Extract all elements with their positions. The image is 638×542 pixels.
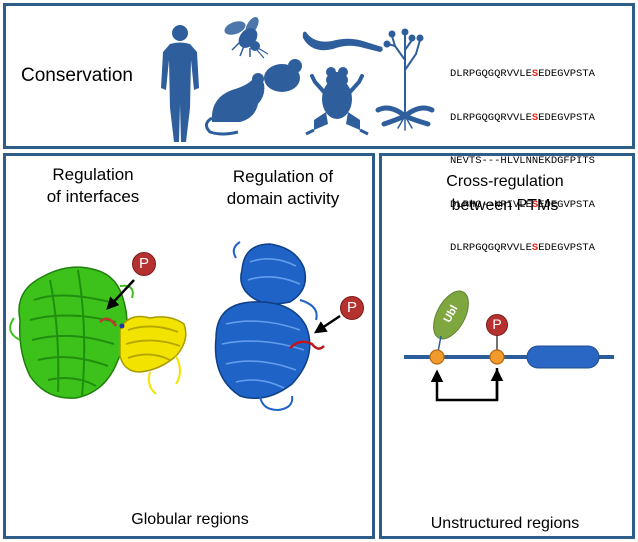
fly-icon	[224, 16, 269, 59]
mouse-icon	[205, 73, 265, 136]
phospho-badge-ptm: P	[486, 314, 508, 336]
worm-icon	[302, 31, 383, 52]
ptm-site-1	[429, 349, 445, 365]
ptm-site-2	[489, 349, 505, 365]
unstructured-regions-panel	[379, 153, 635, 539]
yeast-icon	[264, 59, 302, 92]
sequence-row: NEVTS---HLVLNNEKDGFPITS	[450, 155, 595, 167]
organism-silhouettes	[161, 16, 435, 142]
unstructured-regions-label: Unstructured regions	[430, 515, 580, 532]
sequence-row: DLRHG--NRIVLESEDEGVPSTA	[450, 198, 595, 211]
folded-domain	[526, 345, 600, 369]
phospho-badge-interface: P	[132, 252, 156, 276]
kinase-c-lobe	[214, 301, 311, 399]
globular-regions-label: Globular regions	[131, 511, 249, 528]
phospho-label: P	[492, 316, 502, 332]
conservation-title: Conservation	[21, 65, 133, 86]
protein-interface-structure	[9, 266, 187, 399]
kinase-domain-structure	[214, 241, 325, 412]
cross-regulation-arrows	[430, 368, 499, 402]
ubl-modifier	[433, 290, 469, 340]
sequence-row: DLRPGQGQRVVLESEDEGVPSTA	[450, 68, 595, 80]
domain-phospho-arrow	[313, 314, 341, 334]
sequence-alignment: DLRPGQGQRVVLESEDEGVPSTA DLRPGQGQRVVLESED…	[450, 38, 595, 270]
interface-phospho-arrow	[106, 279, 135, 310]
frog-icon	[305, 67, 369, 136]
sequence-row: DLRPGQGQRVVLESEDEGVPSTA	[450, 111, 595, 124]
phospho-label: P	[346, 299, 357, 316]
plant-icon	[375, 28, 435, 131]
phospho-label: P	[138, 255, 149, 272]
sequence-row: DLRPGQGQRVVLESEDEGVPSTA	[450, 242, 595, 254]
human-icon	[161, 25, 199, 142]
kinase-n-lobe	[240, 243, 307, 305]
yellow-protein-domain	[119, 315, 187, 373]
phospho-badge-domain: P	[340, 296, 364, 320]
